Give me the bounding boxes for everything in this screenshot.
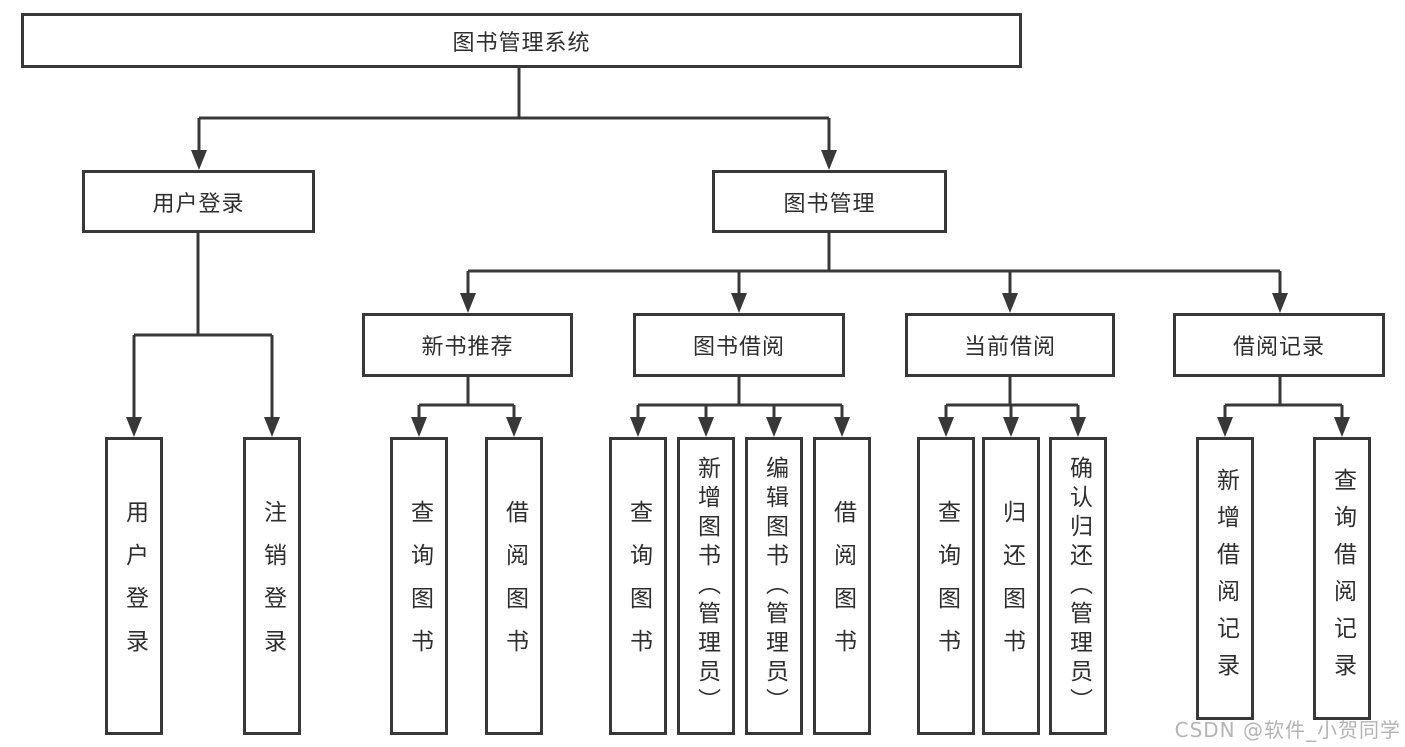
node-add-borrow-record: 新增借阅记录	[1196, 437, 1254, 720]
node-query-borrow-records: 查询借阅记录	[1313, 437, 1371, 720]
node-borrowing-records: 借阅记录	[1173, 313, 1385, 377]
node-query-books: 查询图书	[917, 437, 975, 735]
node-edit-books-admin: 编辑图书（管理员）	[745, 437, 803, 735]
node-label: 借阅图书	[829, 500, 856, 672]
node-query-books: 查询图书	[609, 437, 667, 735]
node-label: 新增图书（管理员）	[693, 455, 720, 717]
node-label: 查询图书	[406, 500, 433, 672]
node-borrow-books: 借阅图书	[813, 437, 871, 735]
arrowhead-icons	[126, 150, 1350, 437]
node-book-borrowing: 图书借阅	[633, 313, 845, 377]
watermark-text: CSDN @软件_小贺同学	[1174, 718, 1401, 742]
node-label: 新书推荐	[421, 335, 514, 360]
node-label: 图书借阅	[692, 335, 785, 360]
node-book-management: 图书管理	[712, 170, 947, 233]
node-label: 新增借阅记录	[1212, 467, 1239, 690]
node-current-borrowing: 当前借阅	[905, 313, 1115, 377]
node-logout: 注销登录	[243, 437, 301, 735]
node-label: 用户登录	[152, 191, 245, 217]
node-label: 借阅图书	[501, 500, 528, 672]
node-label: 图书管理系统	[452, 30, 591, 56]
node-label: 确认归还（管理员）	[1065, 455, 1092, 717]
node-label: 图书管理	[783, 191, 876, 217]
node-return-books: 归还图书	[982, 437, 1040, 735]
node-query-books: 查询图书	[390, 437, 448, 735]
node-label: 当前借阅	[963, 335, 1056, 360]
node-label: 注销登录	[259, 500, 286, 672]
node-label: 用户登录	[121, 500, 148, 672]
node-user-login: 用户登录	[82, 170, 315, 233]
node-label: 编辑图书（管理员）	[761, 455, 788, 717]
node-confirm-return-admin: 确认归还（管理员）	[1049, 437, 1107, 735]
node-borrow-books: 借阅图书	[485, 437, 543, 735]
node-label: 借阅记录	[1232, 335, 1325, 360]
node-label: 查询图书	[933, 500, 960, 672]
node-label: 查询图书	[625, 500, 652, 672]
node-label: 归还图书	[998, 500, 1025, 672]
node-label: 查询借阅记录	[1329, 467, 1356, 690]
node-library-management-system: 图书管理系统	[21, 13, 1022, 68]
node-new-book-recommendation: 新书推荐	[362, 313, 573, 377]
node-user-login-action: 用户登录	[105, 437, 163, 735]
connector-lines	[132, 68, 1344, 421]
node-add-books-admin: 新增图书（管理员）	[677, 437, 735, 735]
